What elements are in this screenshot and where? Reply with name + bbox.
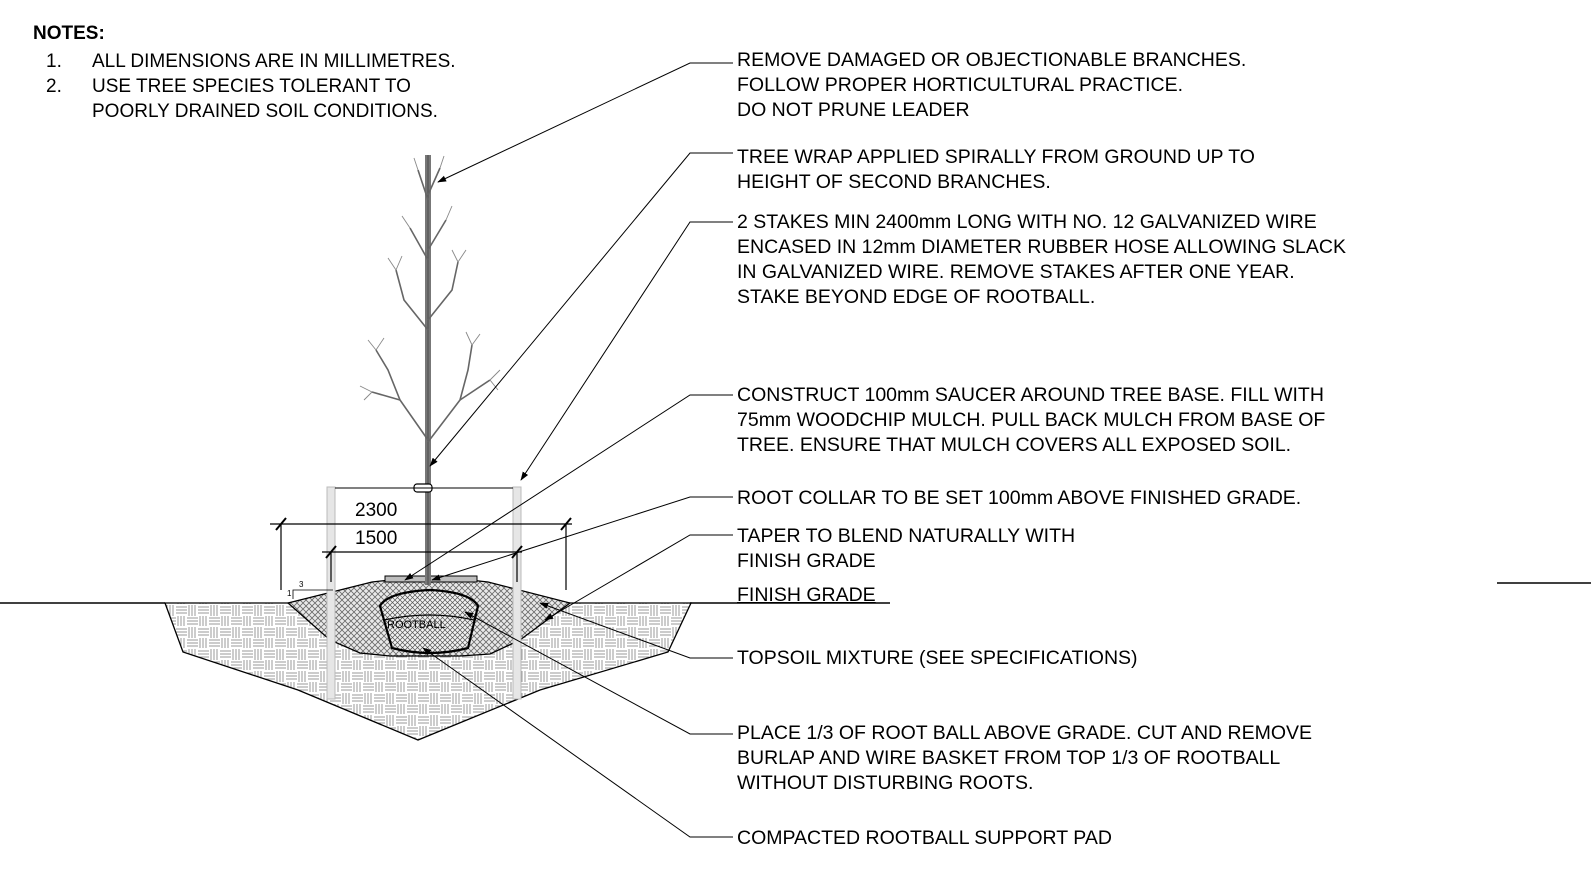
callout-line: WITHOUT DISTURBING ROOTS. <box>737 772 1034 794</box>
callout-topsoil: TOPSOIL MIXTURE (SEE SPECIFICATIONS) <box>737 646 1138 671</box>
callout-line: REMOVE DAMAGED OR OBJECTIONABLE BRANCHES… <box>737 49 1247 71</box>
callout-line: IN GALVANIZED WIRE. REMOVE STAKES AFTER … <box>737 261 1295 283</box>
stake-right <box>512 486 522 700</box>
note-number: 2. <box>46 76 62 97</box>
callout-saucer: CONSTRUCT 100mm SAUCER AROUND TREE BASE.… <box>737 383 1325 458</box>
dimension-label-1500: 1500 <box>355 528 398 549</box>
leader-saucer <box>404 394 733 581</box>
note-item-2: 2. USE TREE SPECIES TOLERANT TO <box>46 76 411 98</box>
slope-run-label: 3 <box>299 580 304 589</box>
callout-line: 2 STAKES MIN 2400mm LONG WITH NO. 12 GAL… <box>737 211 1317 233</box>
planting-pit <box>164 602 693 741</box>
callout-line: TREE WRAP APPLIED SPIRALLY FROM GROUND U… <box>737 146 1255 168</box>
rootball <box>378 588 480 655</box>
note-number: 1. <box>46 51 62 72</box>
notes-title: NOTES: <box>33 23 105 44</box>
callout-place-rootball: PLACE 1/3 OF ROOT BALL ABOVE GRADE. CUT … <box>737 721 1312 796</box>
dimension-label-2300: 2300 <box>355 500 398 521</box>
callout-line: ENCASED IN 12mm DIAMETER RUBBER HOSE ALL… <box>737 236 1346 258</box>
tree-branches <box>371 167 491 443</box>
callout-taper: TAPER TO BLEND NATURALLY WITH FINISH GRA… <box>737 524 1075 574</box>
leader-tree-wrap <box>429 152 733 467</box>
callout-line: FINISH GRADE <box>737 584 876 606</box>
leader-stakes <box>520 221 733 481</box>
slope-rise-label: 1 <box>287 589 292 598</box>
callout-line: FINISH GRADE <box>737 550 876 572</box>
callout-line: TOPSOIL MIXTURE (SEE SPECIFICATIONS) <box>737 647 1138 669</box>
leader-lines <box>404 62 733 838</box>
note-text: ALL DIMENSIONS ARE IN MILLIMETRES. <box>92 51 456 72</box>
callout-line: 75mm WOODCHIP MULCH. PULL BACK MULCH FRO… <box>737 409 1326 431</box>
callout-line: HEIGHT OF SECOND BRANCHES. <box>737 171 1051 193</box>
callout-line: TAPER TO BLEND NATURALLY WITH <box>737 525 1076 547</box>
callout-line: CONSTRUCT 100mm SAUCER AROUND TREE BASE.… <box>737 384 1324 406</box>
dimension-1500 <box>322 545 523 582</box>
dimension-2300 <box>270 517 572 590</box>
callout-line: ROOT COLLAR TO BE SET 100mm ABOVE FINISH… <box>737 487 1302 509</box>
callout-tree-wrap: TREE WRAP APPLIED SPIRALLY FROM GROUND U… <box>737 145 1255 195</box>
rootball-label: ROOTBALL <box>387 619 446 631</box>
callout-root-collar: ROOT COLLAR TO BE SET 100mm ABOVE FINISH… <box>737 486 1301 511</box>
callout-line: FOLLOW PROPER HORTICULTURAL PRACTICE. <box>737 74 1184 96</box>
leader-root-collar <box>431 496 733 581</box>
callout-line: STAKE BEYOND EDGE OF ROOTBALL. <box>737 286 1096 308</box>
callout-finish-grade: FINISH GRADE <box>737 583 876 608</box>
note-text: USE TREE SPECIES TOLERANT TO <box>92 76 411 97</box>
callout-stakes: 2 STAKES MIN 2400mm LONG WITH NO. 12 GAL… <box>737 210 1346 310</box>
leader-taper <box>544 534 733 621</box>
callout-line: DO NOT PRUNE LEADER <box>737 99 970 121</box>
leader-support-pad <box>422 647 733 838</box>
slope-indicator <box>292 589 333 599</box>
callout-line: COMPACTED ROOTBALL SUPPORT PAD <box>737 827 1112 849</box>
leader-place-rootball <box>464 611 733 735</box>
note-item-1: 1. ALL DIMENSIONS ARE IN MILLIMETRES. <box>46 51 456 73</box>
callout-line: BURLAP AND WIRE BASKET FROM TOP 1/3 OF R… <box>737 747 1281 769</box>
note-text-continued: POORLY DRAINED SOIL CONDITIONS. <box>92 101 438 122</box>
callout-remove-branches: REMOVE DAMAGED OR OBJECTIONABLE BRANCHES… <box>737 48 1246 123</box>
stake-left <box>326 486 336 700</box>
callout-line: TREE. ENSURE THAT MULCH COVERS ALL EXPOS… <box>737 434 1292 456</box>
leader-remove-branches <box>437 62 733 183</box>
leader-topsoil <box>539 602 733 659</box>
callout-line: PLACE 1/3 OF ROOT BALL ABOVE GRADE. CUT … <box>737 722 1313 744</box>
callout-support-pad: COMPACTED ROOTBALL SUPPORT PAD <box>737 826 1112 851</box>
